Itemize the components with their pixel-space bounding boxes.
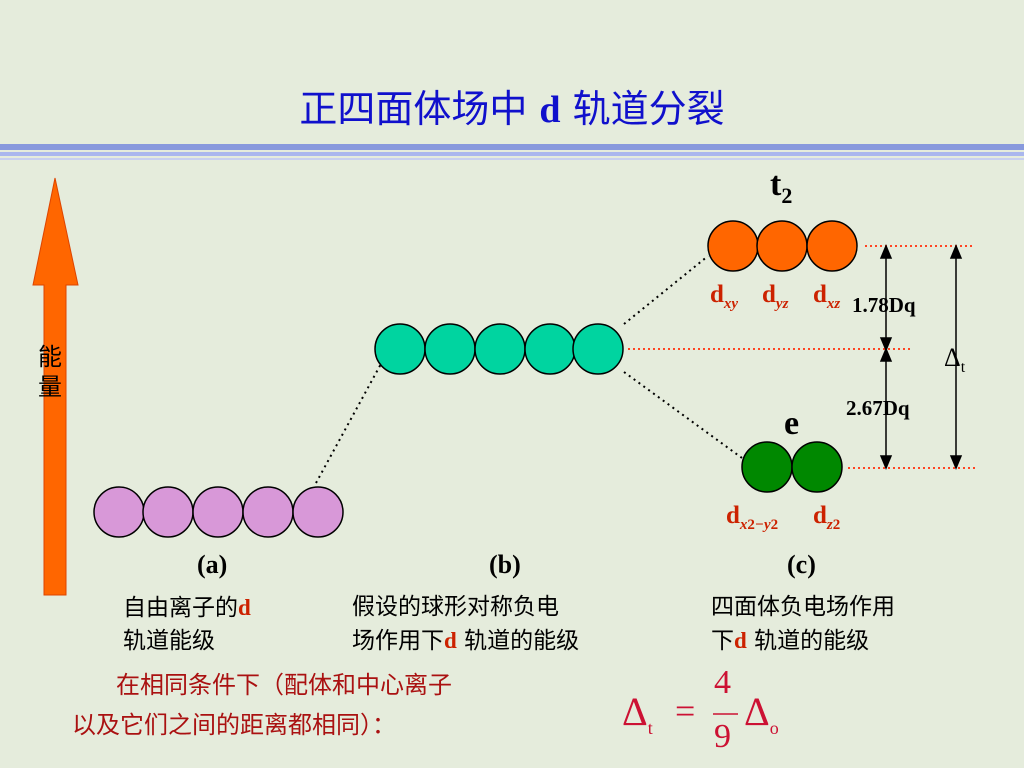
connector-b-e [623, 371, 743, 459]
formula-equals: = [675, 691, 696, 731]
level-label-e: e [784, 405, 800, 442]
title-main: 正四面体场中 [299, 87, 528, 131]
formula-numerator: 4 [714, 664, 731, 701]
caption-b-line1: 假设的球形对称负电 [352, 594, 559, 620]
caption-c-line2b: 轨道的能级 [746, 628, 870, 654]
caption-b-line2b: 轨道的能级 [456, 628, 580, 654]
dx2y2-x: x [739, 517, 748, 533]
separator-bar-bottom [0, 158, 1024, 160]
orbital-circle [524, 323, 576, 375]
condition-note-line1: 在相同条件下（配体和中心离子 [116, 671, 452, 699]
dxy-d: d [710, 281, 724, 308]
orbital-label-dxy: dxy [710, 281, 738, 313]
orbital-circle [292, 486, 344, 538]
orbital-circle [242, 486, 294, 538]
orbital-circle [741, 441, 793, 493]
orbital-circle [791, 441, 843, 493]
orbital-circle [806, 220, 858, 272]
panel-caption-c: 四面体负电场作用 下d 轨道的能级 [711, 591, 895, 658]
formula-rhs-sub: o [769, 718, 779, 738]
caption-a-d: d [238, 595, 251, 620]
dxz-sub: xz [826, 296, 841, 312]
orbital-circle [572, 323, 624, 375]
energy-label-char2: 量 [38, 373, 62, 401]
t2-main: t [770, 166, 782, 203]
dz2-sup: 2 [832, 517, 841, 533]
formula-lhs-sub: t [647, 718, 653, 738]
dxy-sub: xy [723, 296, 739, 312]
delta-sub: t [960, 359, 966, 377]
caption-a-line1: 自由离子的 [123, 595, 238, 621]
dz2-d: d [813, 502, 827, 529]
gap-arrow-upper [879, 244, 893, 352]
dx2y2-sup2: 2 [770, 517, 779, 533]
dx2y2-sup: 2 [747, 517, 755, 533]
caption-b-line2a: 场作用下 [352, 628, 444, 654]
energy-label-char1: 能 [38, 343, 62, 371]
t2-sub: 2 [781, 182, 793, 208]
orbital-circle [707, 220, 759, 272]
e-orbitals [741, 441, 843, 493]
caption-b-d: d [444, 628, 457, 653]
formula-lhs: Δt [622, 688, 653, 739]
orbital-circle [93, 486, 145, 538]
dx2y2-d: d [726, 502, 740, 529]
orbital-label-dxz: dxz [813, 281, 840, 313]
orbital-circle [474, 323, 526, 375]
energy-axis-label: 能 量 [38, 342, 62, 402]
caption-c-line1: 四面体负电场作用 [711, 594, 895, 620]
caption-c-line2a: 下 [711, 628, 734, 654]
delta-t-label: Δt [944, 343, 965, 377]
gap-label-upper: 1.78Dq [852, 293, 916, 317]
dyz-sub: yz [775, 296, 789, 312]
caption-c-d: d [734, 628, 747, 653]
orbital-label-dz2: dz2 [813, 502, 840, 534]
level-label-t2: t2 [770, 166, 792, 209]
orbital-label-dx2y2: dx2−y2 [726, 502, 778, 534]
dxz-d: d [813, 281, 827, 308]
dx2y2-minus: −y [754, 517, 771, 533]
orbital-circle [192, 486, 244, 538]
separator-bar-mid [0, 152, 1024, 156]
orbital-circle [374, 323, 426, 375]
dz2-z: z [826, 517, 833, 533]
t2-orbitals [707, 220, 858, 272]
spherical-orbitals [374, 323, 624, 375]
panel-caption-a: 自由离子的d 轨道能级 [123, 591, 251, 658]
orbital-label-dyz: dyz [762, 281, 788, 313]
formula-lhs-delta: Δ [622, 689, 648, 734]
formula-denominator: 9 [714, 718, 731, 755]
orbital-circle [756, 220, 808, 272]
panel-tag-b: (b) [489, 550, 521, 579]
panel-tag-c: (c) [787, 550, 816, 579]
separator-bar-top [0, 144, 1024, 150]
page-title: 正四面体场中 d 轨道分裂 [0, 78, 1024, 133]
orbital-circle [142, 486, 194, 538]
caption-a-line2: 轨道能级 [123, 628, 215, 654]
formula-rhs-delta: Δ [744, 689, 770, 734]
connector-a-b [315, 361, 383, 484]
gap-arrow-lower [879, 347, 893, 470]
title-d: d [539, 89, 561, 131]
dyz-d: d [762, 281, 776, 308]
free-ion-orbitals [93, 486, 344, 538]
title-rest: 轨道分裂 [572, 87, 725, 131]
gap-arrow-total [949, 244, 963, 470]
energy-arrow [32, 177, 79, 596]
orbital-circle [424, 323, 476, 375]
connector-b-t2 [623, 255, 709, 325]
delta-symbol: Δ [944, 343, 961, 372]
panel-caption-b: 假设的球形对称负电 场作用下d 轨道的能级 [352, 591, 579, 658]
formula-rhs: Δo [744, 688, 779, 739]
gap-label-lower: 2.67Dq [846, 396, 910, 420]
condition-note-line2: 以及它们之间的距离都相同）： [72, 711, 396, 739]
panel-tag-a: (a) [197, 550, 228, 579]
